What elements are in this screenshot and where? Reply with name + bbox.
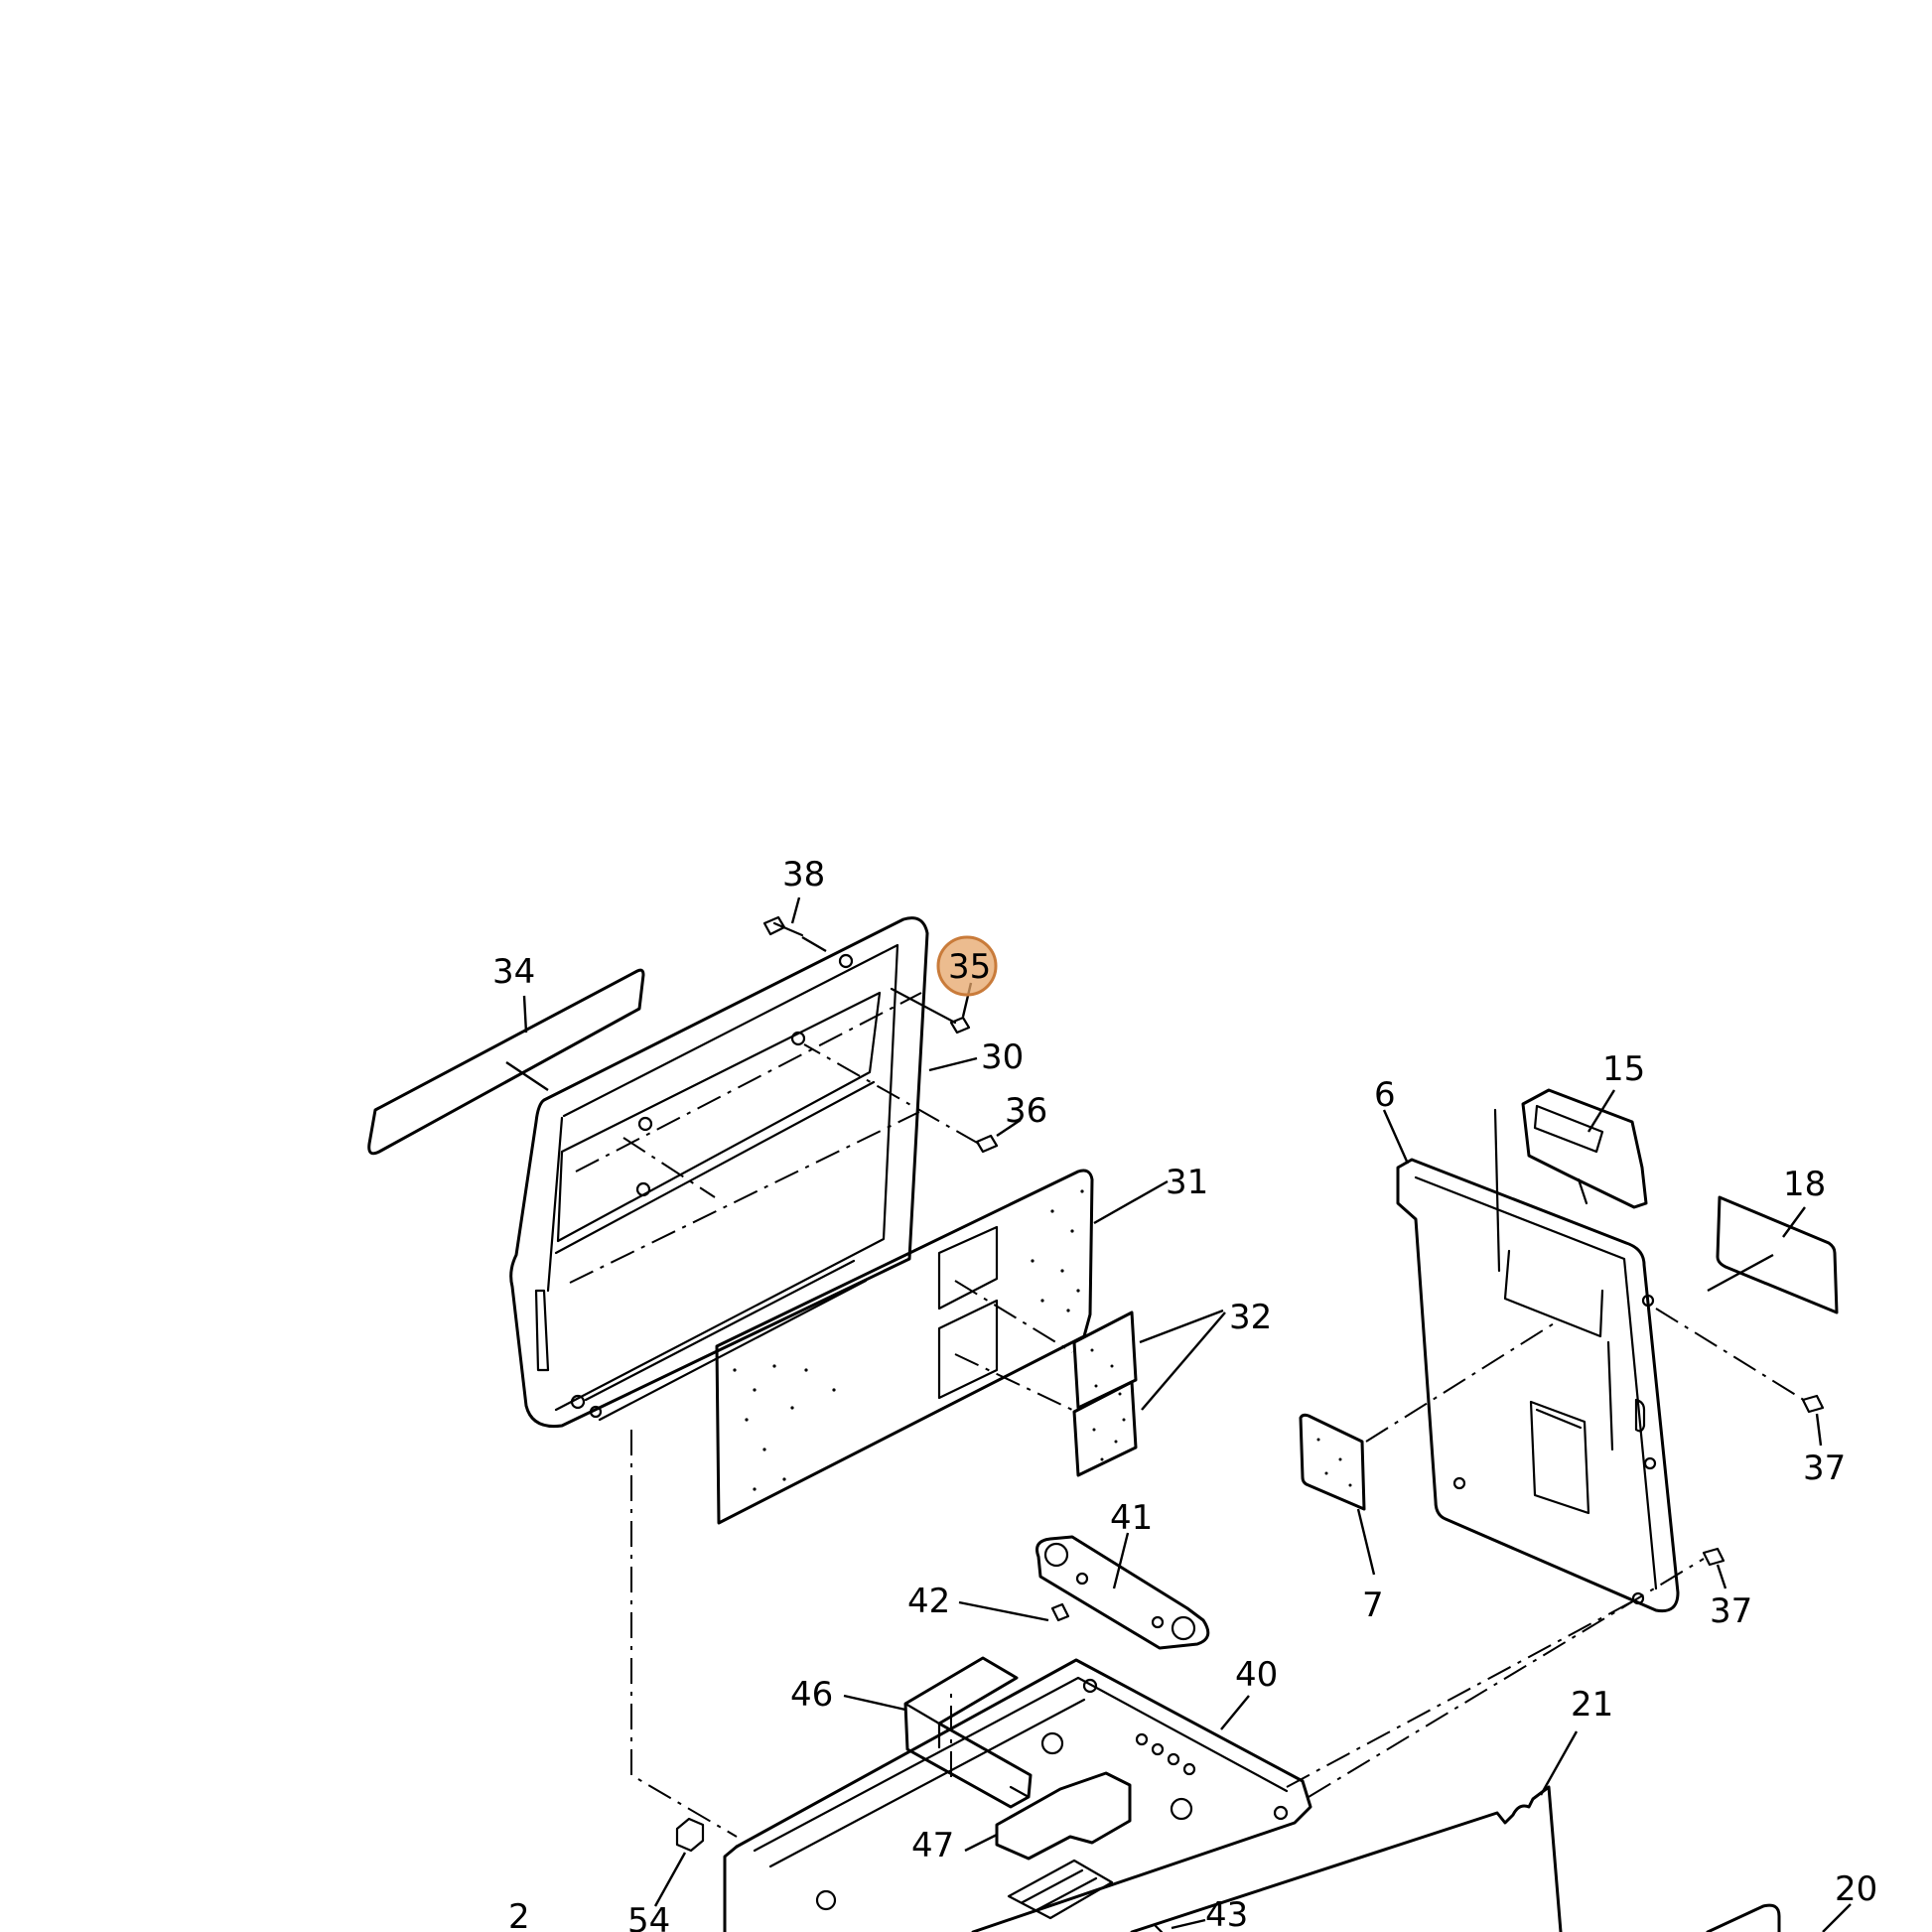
part-18-label-plate[interactable] — [1716, 1195, 1839, 1314]
leader-18 — [1707, 1206, 1806, 1293]
part-31-insulation-board[interactable] — [715, 1169, 1094, 1525]
part-35-screw[interactable] — [890, 987, 971, 1035]
center-line-base-right — [1286, 1597, 1639, 1788]
part-6-side-panel[interactable] — [1396, 1158, 1680, 1613]
part-32-pad-upper[interactable] — [1072, 1311, 1138, 1410]
part-32-pad-lower[interactable] — [1072, 1380, 1138, 1477]
center-line-30c — [569, 1111, 920, 1284]
callout-38[interactable]: 38 — [782, 855, 825, 895]
leader-54 — [653, 1852, 687, 1907]
callout-31[interactable]: 31 — [1166, 1163, 1208, 1202]
callout-47[interactable]: 47 — [911, 1826, 954, 1865]
leader-36 — [996, 1119, 1022, 1137]
callout-20[interactable]: 20 — [1835, 1869, 1877, 1909]
callout-15[interactable]: 15 — [1602, 1049, 1645, 1089]
callout-6[interactable]: 6 — [1374, 1075, 1396, 1115]
callout-18[interactable]: 18 — [1783, 1165, 1826, 1204]
callout-32[interactable]: 32 — [1229, 1298, 1272, 1337]
callout-43[interactable]: 43 — [1205, 1895, 1248, 1932]
callout-35[interactable]: 35 — [948, 947, 991, 987]
callout-2[interactable]: 2 — [508, 1897, 530, 1932]
leader-7 — [1356, 1508, 1376, 1576]
part-31-speckle — [733, 1189, 1084, 1491]
callout-41[interactable]: 41 — [1110, 1498, 1153, 1538]
leader-30 — [928, 1056, 978, 1072]
leader-20 — [1822, 1903, 1852, 1932]
center-line-frame-to-base — [630, 1430, 738, 1838]
callout-42[interactable]: 42 — [907, 1582, 950, 1621]
leader-32 — [1139, 1309, 1226, 1411]
center-line-7 — [1365, 1319, 1560, 1443]
callout-54[interactable]: 54 — [627, 1901, 670, 1932]
leader-38 — [790, 897, 827, 953]
leader-15 — [1587, 1089, 1616, 1133]
part-30-front-frame[interactable] — [509, 916, 929, 1429]
part-20-part[interactable] — [1706, 1903, 1781, 1932]
center-line-37-upper — [1655, 1308, 1808, 1403]
callout-46[interactable]: 46 — [790, 1675, 833, 1715]
leader-34 — [505, 995, 549, 1091]
leader-31 — [1093, 1179, 1169, 1225]
callout-37-lower[interactable]: 37 — [1710, 1591, 1752, 1631]
callout-34[interactable]: 34 — [492, 952, 535, 992]
leader-43 — [1171, 1918, 1206, 1930]
part-43-pin[interactable] — [1154, 1924, 1164, 1932]
center-line-37-lower — [1308, 1558, 1705, 1798]
highlight-35-marker[interactable] — [936, 935, 998, 997]
center-line-36 — [803, 1043, 980, 1145]
part-37-bolt-upper[interactable] — [1801, 1394, 1825, 1414]
part-21-side-cover[interactable] — [1130, 1785, 1563, 1932]
part-7-speckle — [1316, 1438, 1352, 1487]
leader-21 — [1539, 1730, 1579, 1796]
part-40-base-plate[interactable] — [723, 1658, 1312, 1932]
leader-37-lower — [1716, 1564, 1727, 1589]
center-line-30a — [622, 1137, 716, 1198]
part-38-screw[interactable] — [762, 915, 804, 937]
leader-46 — [843, 1694, 906, 1712]
callout-40[interactable]: 40 — [1235, 1655, 1278, 1695]
part-37-bolt-lower[interactable] — [1702, 1547, 1725, 1567]
part-36-screw[interactable] — [975, 1134, 999, 1154]
part-46-spacer[interactable] — [903, 1656, 1033, 1809]
part-15-bracket[interactable] — [1493, 1088, 1648, 1273]
callout-30[interactable]: 30 — [981, 1037, 1024, 1077]
part-47-spacer[interactable] — [995, 1771, 1132, 1861]
center-line-30b — [575, 992, 922, 1173]
leader-47 — [964, 1833, 998, 1853]
part-34-label-plate[interactable] — [367, 968, 645, 1156]
center-line-32 — [954, 1280, 1073, 1411]
leader-37-upper — [1815, 1413, 1823, 1447]
callout-36[interactable]: 36 — [1005, 1091, 1047, 1131]
leader-41 — [1112, 1532, 1130, 1589]
part-7-pad[interactable] — [1299, 1413, 1366, 1511]
callout-37-upper[interactable]: 37 — [1803, 1449, 1846, 1488]
leader-40 — [1220, 1695, 1250, 1730]
callout-7[interactable]: 7 — [1362, 1586, 1384, 1625]
part-41-mount-bar[interactable] — [1035, 1535, 1210, 1650]
leader-42 — [958, 1600, 1049, 1622]
leader-6 — [1382, 1109, 1410, 1165]
part-32-speckle — [1090, 1348, 1126, 1461]
part-54-nut[interactable] — [675, 1817, 705, 1853]
part-42-bolt[interactable] — [1050, 1602, 1070, 1622]
callout-21[interactable]: 21 — [1571, 1685, 1613, 1725]
